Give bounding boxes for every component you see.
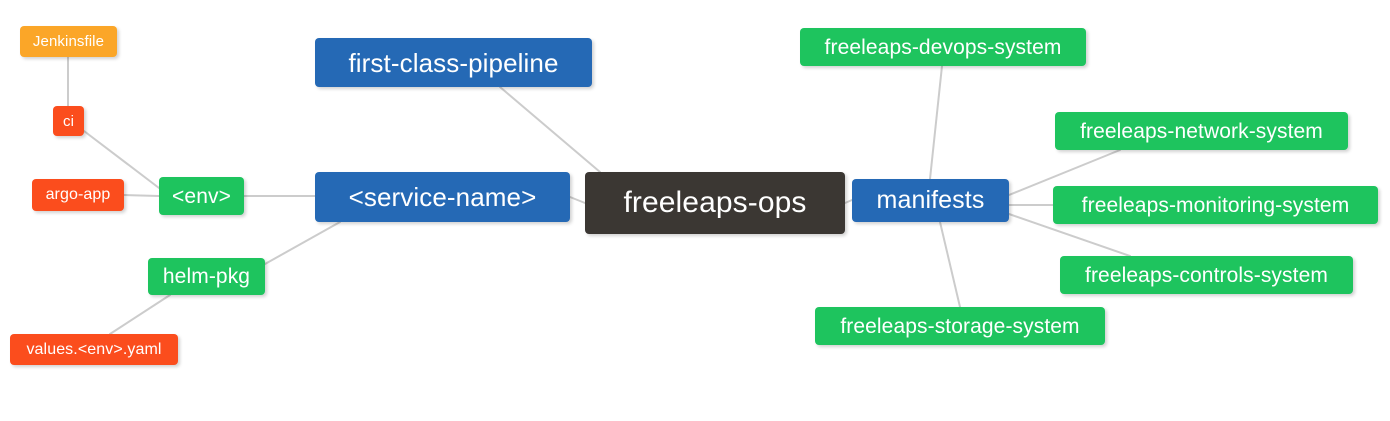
node-label-helm-pkg: helm-pkg xyxy=(162,265,251,288)
node-label-jenkinsfile: Jenkinsfile xyxy=(32,33,105,50)
node-label-freeleaps-ops: freeleaps-ops xyxy=(623,186,807,219)
edge-freeleaps-ops-to-first-class-pipeline xyxy=(499,86,601,173)
node-label-ci: ci xyxy=(62,112,75,130)
node-freeleaps-storage-system[interactable]: freeleaps-storage-system xyxy=(815,307,1105,345)
node-label-freeleaps-controls-system: freeleaps-controls-system xyxy=(1085,263,1328,287)
node-freeleaps-ops[interactable]: freeleaps-ops xyxy=(585,172,845,234)
edge-env-to-argo-app xyxy=(123,194,160,197)
node-label-freeleaps-devops-system: freeleaps-devops-system xyxy=(824,35,1062,59)
node-env[interactable]: <env> xyxy=(159,177,244,215)
node-freeleaps-devops-system[interactable]: freeleaps-devops-system xyxy=(800,28,1086,66)
edge-manifests-to-freeleaps-storage-system xyxy=(939,221,961,308)
node-label-freeleaps-network-system: freeleaps-network-system xyxy=(1080,119,1323,143)
node-freeleaps-controls-system[interactable]: freeleaps-controls-system xyxy=(1060,256,1353,294)
node-freeleaps-network-system[interactable]: freeleaps-network-system xyxy=(1055,112,1348,150)
node-label-freeleaps-storage-system: freeleaps-storage-system xyxy=(840,314,1080,338)
edge-manifests-to-freeleaps-devops-system xyxy=(929,65,943,180)
node-label-env: <env> xyxy=(172,184,231,208)
node-manifests[interactable]: manifests xyxy=(852,179,1009,222)
node-label-freeleaps-monitoring-system: freeleaps-monitoring-system xyxy=(1081,193,1350,217)
node-jenkinsfile[interactable]: Jenkinsfile xyxy=(20,26,117,57)
node-freeleaps-monitoring-system[interactable]: freeleaps-monitoring-system xyxy=(1053,186,1378,224)
node-helm-pkg[interactable]: helm-pkg xyxy=(148,258,265,295)
node-label-argo-app: argo-app xyxy=(45,186,111,203)
node-label-values-yaml: values.<env>.yaml xyxy=(26,340,162,358)
edge-freeleaps-ops-to-manifests xyxy=(844,199,853,204)
node-first-class-pipeline[interactable]: first-class-pipeline xyxy=(315,38,592,87)
node-ci[interactable]: ci xyxy=(53,106,84,136)
node-service-name[interactable]: <service-name> xyxy=(315,172,570,222)
node-label-service-name: <service-name> xyxy=(348,182,537,212)
edge-service-name-to-helm-pkg xyxy=(264,221,341,265)
node-label-first-class-pipeline: first-class-pipeline xyxy=(348,47,559,78)
node-values-yaml[interactable]: values.<env>.yaml xyxy=(10,334,178,365)
edge-helm-pkg-to-values-yaml xyxy=(109,294,171,335)
edge-freeleaps-ops-to-service-name xyxy=(569,196,586,204)
node-argo-app[interactable]: argo-app xyxy=(32,179,124,211)
node-label-manifests: manifests xyxy=(876,186,985,214)
